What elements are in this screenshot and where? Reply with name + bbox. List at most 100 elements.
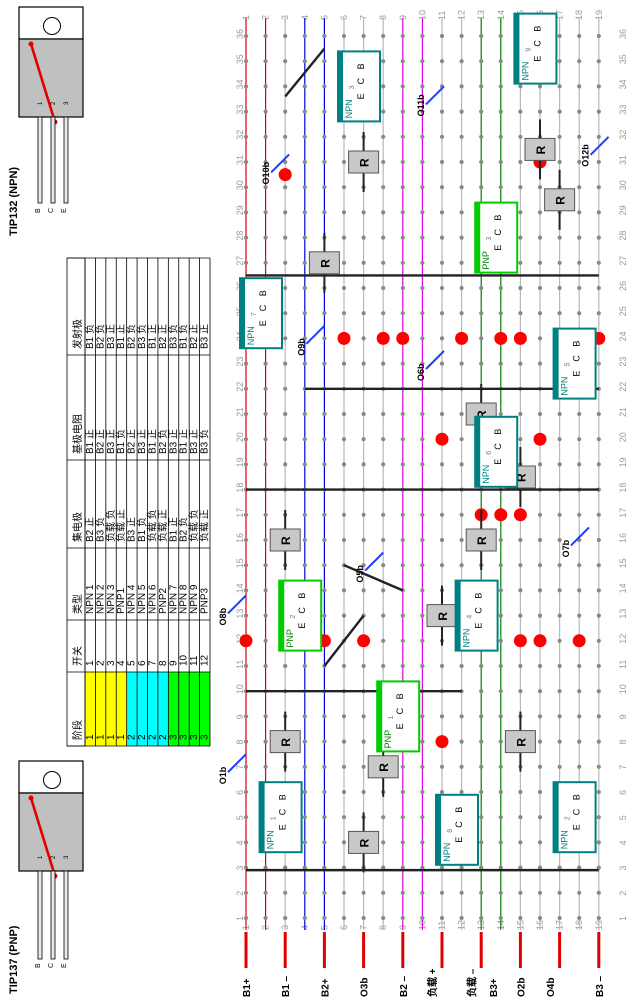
strip-cut-pad <box>357 634 371 648</box>
strip-hole <box>537 411 543 417</box>
table-cell: 2 <box>158 734 169 740</box>
rail-label: 负载 – <box>465 968 478 997</box>
strip-hole <box>557 764 562 769</box>
module-pin-b: B <box>493 215 503 221</box>
strip-hole <box>361 361 366 366</box>
strip-hole <box>341 134 347 139</box>
strip-number-top: 1 <box>241 15 251 20</box>
strip-hole <box>518 210 523 215</box>
strip-hole <box>381 235 386 240</box>
column-number-right: 28 <box>618 231 628 241</box>
table-cell: B2 正 <box>189 324 200 349</box>
strip-hole <box>400 537 405 543</box>
strip-hole <box>596 437 601 442</box>
strip-hole <box>341 764 347 769</box>
rail-label: B1 – <box>281 975 292 997</box>
module-pin-e: E <box>474 623 484 629</box>
strip-hole <box>302 311 307 316</box>
tip132-transistor: 1 2 3 B C E TIP132 (NPN) <box>8 6 84 236</box>
strip-hole <box>400 663 405 669</box>
column-number-left: 5 <box>235 815 245 820</box>
table-cell: B3 正 <box>200 324 211 349</box>
strip-hole <box>381 437 386 442</box>
resistor <box>465 528 497 552</box>
strip-hole <box>537 739 543 744</box>
strip-hole <box>420 285 425 291</box>
tip132-pin-label-c: C <box>48 208 55 213</box>
strip-hole <box>341 663 347 669</box>
resistor-label: R <box>318 259 332 268</box>
strip-hole <box>439 109 445 114</box>
strip-hole <box>322 311 327 316</box>
table-header-cell: 基极电阻 <box>71 414 84 454</box>
table-cell: 1 <box>95 734 106 740</box>
strip-hole <box>322 815 327 820</box>
strip-hole <box>302 33 307 39</box>
strip-hole <box>596 789 601 795</box>
strip-hole <box>381 59 386 64</box>
strip-hole <box>557 462 562 467</box>
module-number: 9 <box>525 48 532 52</box>
module-pin-b: B <box>297 593 307 599</box>
strip-hole <box>263 411 268 417</box>
strip-hole <box>263 563 268 568</box>
table-cell: 1 <box>116 734 127 740</box>
strip-hole <box>381 159 386 165</box>
column-number-left: 15 <box>235 558 245 568</box>
strip-hole <box>341 588 347 593</box>
strip-hole <box>341 411 347 417</box>
strip-hole <box>322 185 327 190</box>
strip-hole <box>537 815 543 820</box>
column-number-right: 29 <box>618 205 628 215</box>
strip-hole <box>479 59 484 64</box>
table-cell: 负载 正 <box>114 509 127 542</box>
strip-hole <box>518 109 523 114</box>
strip-hole <box>400 361 405 366</box>
stage-cell-bg <box>137 672 148 746</box>
table-cell: NPN 5 <box>137 584 148 614</box>
resistor-label: R <box>475 410 489 419</box>
table-cell: B1 正 <box>179 429 190 454</box>
strip-hole <box>420 789 425 795</box>
column-number-left: 9 <box>235 714 245 719</box>
strip-hole <box>420 512 425 517</box>
strip-cut-pad <box>337 331 351 345</box>
resistor <box>504 730 536 754</box>
strip-hole <box>322 537 327 543</box>
strip-hole <box>537 235 543 240</box>
strip-hole <box>302 462 307 467</box>
column-number-left: 34 <box>235 79 245 89</box>
strip-hole <box>243 764 249 769</box>
strip-hole <box>322 210 327 215</box>
strip-hole <box>596 33 601 39</box>
strip-hole <box>283 865 288 870</box>
strip-number-top: 3 <box>280 15 290 20</box>
table-cell: NPN 1 <box>85 584 96 614</box>
strip-hole <box>263 512 268 517</box>
table-cell: B3 负 <box>198 429 211 454</box>
column-number-right: 14 <box>618 583 628 593</box>
strip-hole <box>283 462 288 467</box>
column-number-left: 7 <box>235 765 245 770</box>
strip-hole <box>498 689 503 694</box>
table-header-cell: 类型 <box>71 594 84 614</box>
strip-hole <box>596 84 601 89</box>
strip-hole <box>302 411 307 417</box>
strip-hole <box>498 563 503 568</box>
strip-hole <box>498 663 503 669</box>
module-pin-e: E <box>454 837 464 843</box>
strip-hole <box>302 840 307 845</box>
strip-hole <box>518 185 523 190</box>
strip-hole <box>361 739 366 744</box>
table-cell: 负载 负 <box>104 509 117 542</box>
column-number-right: 26 <box>618 281 628 291</box>
table-cell: B3 正 <box>189 429 200 454</box>
strip-hole <box>283 285 288 291</box>
strip-hole <box>577 59 582 64</box>
transistor-heatsink-bar <box>514 13 520 84</box>
strip-hole <box>302 336 307 341</box>
column-number-right: 30 <box>618 180 628 190</box>
strip-hole <box>557 512 562 517</box>
strip-hole <box>400 865 405 870</box>
strip-hole <box>400 260 405 265</box>
